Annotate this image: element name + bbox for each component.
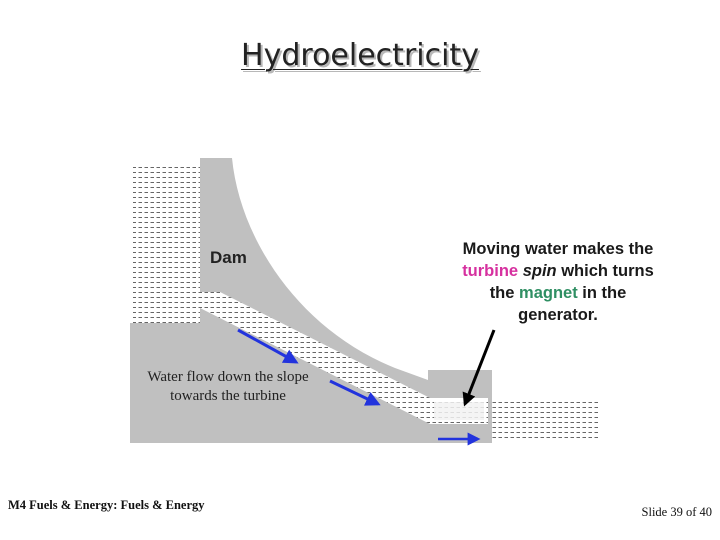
penstock-water (200, 292, 430, 424)
flow-arrow-upper (237, 328, 299, 364)
footer-course-title: M4 Fuels & Energy: Fuels & Energy (8, 498, 205, 512)
flow-arrow-lower (329, 379, 381, 406)
caption-spin-word: spin (522, 262, 557, 280)
caption-pointer-arrow (462, 329, 496, 407)
flow-label-line2: towards the turbine (170, 388, 286, 404)
turbine-caption: Moving water makes the turbine spin whic… (448, 238, 668, 326)
caption-magnet-word: magnet (519, 284, 578, 302)
caption-turbine-word: turbine (462, 262, 519, 280)
dam-label: Dam (210, 248, 247, 267)
slide-number: Slide 39 of 40 (641, 505, 712, 519)
caption-text-4: in the generator. (518, 284, 627, 324)
flow-label-line1: Water flow down the slope (147, 369, 309, 385)
reservoir-water (133, 163, 200, 323)
dam-body (130, 158, 492, 443)
caption-text-1: Moving water makes the (462, 240, 654, 258)
tailrace-water (492, 398, 599, 438)
caption-text-3: which turns the (489, 262, 654, 302)
turbine-housing-highlight (434, 402, 484, 420)
slide-title: Hydroelectricity (241, 38, 479, 73)
